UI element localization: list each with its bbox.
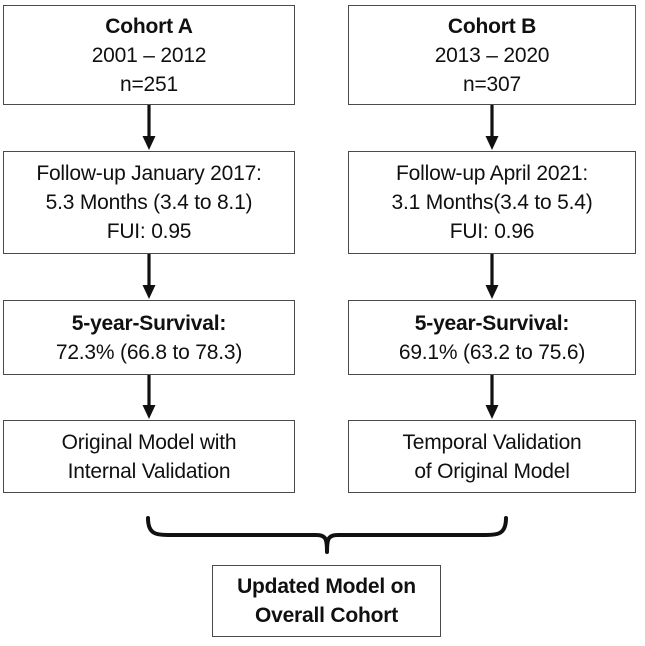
curly-brace-down-icon	[140, 508, 515, 562]
arrow-cohort-a-survival-to-model	[140, 375, 160, 420]
node-line: n=251	[120, 72, 178, 96]
node-cohort-b-header: Cohort B 2013 – 2020 n=307	[348, 5, 636, 105]
node-line: Follow-up April 2021:	[396, 162, 588, 185]
node-cohort-b-survival: 5-year-Survival: 69.1% (63.2 to 75.6)	[348, 300, 636, 375]
arrow-cohort-b-followup-to-survival	[483, 254, 503, 300]
node-cohort-a-header: Cohort A 2001 – 2012 n=251	[3, 5, 295, 105]
node-cohort-a-followup: Follow-up January 2017: 5.3 Months (3.4 …	[3, 151, 295, 254]
node-line: 69.1% (63.2 to 75.6)	[398, 340, 586, 364]
node-line: 72.3% (66.8 to 78.3)	[55, 340, 243, 364]
node-line: of Original Model	[414, 459, 570, 483]
node-line: 2013 – 2020	[434, 43, 550, 67]
node-line: Original Model with	[61, 430, 237, 454]
node-cohort-a-survival: 5-year-Survival: 72.3% (66.8 to 78.3)	[3, 300, 295, 375]
arrow-cohort-b-survival-to-model	[483, 375, 503, 420]
node-line: FUI: 0.95	[106, 220, 192, 243]
node-line: Updated Model on	[237, 575, 416, 598]
arrow-cohort-b-header-to-followup	[483, 105, 503, 151]
node-cohort-b-followup: Follow-up April 2021: 3.1 Months(3.4 to …	[348, 151, 636, 254]
node-line: 2001 – 2012	[91, 43, 207, 67]
node-updated-model: Updated Model on Overall Cohort	[212, 565, 441, 637]
arrow-cohort-a-header-to-followup	[140, 105, 160, 151]
node-line: 5.3 Months (3.4 to 8.1)	[45, 191, 253, 214]
node-line: n=307	[463, 72, 521, 96]
node-line: Internal Validation	[67, 459, 231, 483]
node-line: Follow-up January 2017:	[36, 162, 262, 185]
node-cohort-a-model: Original Model with Internal Validation	[3, 420, 295, 493]
node-line: 3.1 Months(3.4 to 5.4)	[391, 191, 593, 214]
node-line: Overall Cohort	[254, 604, 399, 627]
node-line: 5-year-Survival:	[71, 311, 227, 335]
node-cohort-b-model: Temporal Validation of Original Model	[348, 420, 636, 493]
arrow-cohort-a-followup-to-survival	[140, 254, 160, 300]
node-line: Cohort A	[105, 14, 193, 38]
node-line: Temporal Validation	[402, 430, 582, 454]
node-line: FUI: 0.96	[449, 220, 535, 243]
node-line: Cohort B	[447, 14, 537, 38]
node-line: 5-year-Survival:	[414, 311, 570, 335]
